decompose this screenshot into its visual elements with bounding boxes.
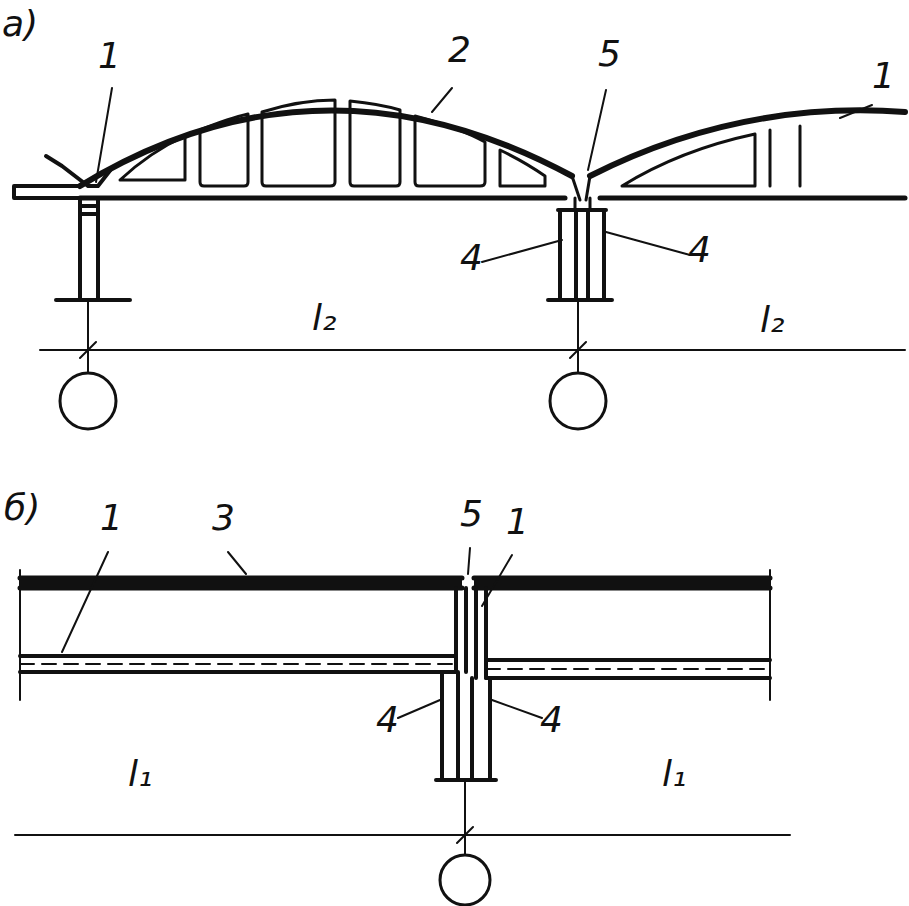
support-posts	[456, 588, 486, 678]
expansion-joint	[572, 176, 590, 210]
callout-number: 1	[506, 504, 529, 540]
truss-panel	[622, 134, 755, 186]
callout-number: 2	[448, 32, 471, 68]
axis-marker	[550, 373, 606, 429]
roof-slab-fill	[20, 578, 462, 588]
truss-panel	[262, 100, 335, 186]
top-chord	[80, 110, 572, 186]
axis-marker	[440, 855, 490, 905]
bottom-chord	[80, 196, 565, 201]
beam-scheme	[15, 548, 790, 905]
callout-number: 5	[598, 36, 621, 72]
figure-letter: б)	[4, 490, 40, 526]
truss-panel	[500, 150, 545, 186]
span-label: l₂	[760, 302, 784, 338]
beam-axis	[20, 664, 770, 669]
callout-number: 1	[98, 38, 121, 74]
callout-number: 3	[212, 500, 235, 536]
truss-panel	[350, 101, 400, 186]
top-chord	[590, 110, 905, 176]
beam	[20, 656, 770, 678]
callout-number: 5	[460, 496, 483, 532]
callout-number: 4	[460, 240, 483, 276]
callout-number: 4	[376, 702, 399, 738]
callout-number: 1	[100, 500, 123, 536]
leader-line	[62, 548, 542, 718]
roof-slab-fill	[474, 578, 770, 588]
axis-marker	[60, 373, 116, 429]
truss-panel	[200, 114, 248, 186]
span-label: l₁	[662, 756, 686, 792]
span-label: l₂	[312, 300, 336, 336]
span-label: l₁	[128, 756, 152, 792]
callout-number: 1	[872, 58, 895, 94]
paired-columns	[548, 210, 612, 300]
arched-truss-scheme	[14, 88, 905, 429]
column	[56, 198, 130, 300]
truss-post	[770, 126, 800, 186]
truss-panel	[415, 116, 485, 186]
leader-line	[96, 88, 872, 262]
roof-slab	[20, 578, 770, 588]
overhang	[14, 186, 80, 198]
bottom-chord	[600, 196, 905, 201]
grid-axis	[40, 300, 905, 372]
callout-number: 4	[540, 702, 563, 738]
figure-letter: а)	[2, 6, 38, 42]
truss-panel	[120, 136, 185, 180]
break-line	[20, 570, 770, 700]
callout-number: 4	[688, 232, 711, 268]
paired-columns	[436, 672, 496, 780]
